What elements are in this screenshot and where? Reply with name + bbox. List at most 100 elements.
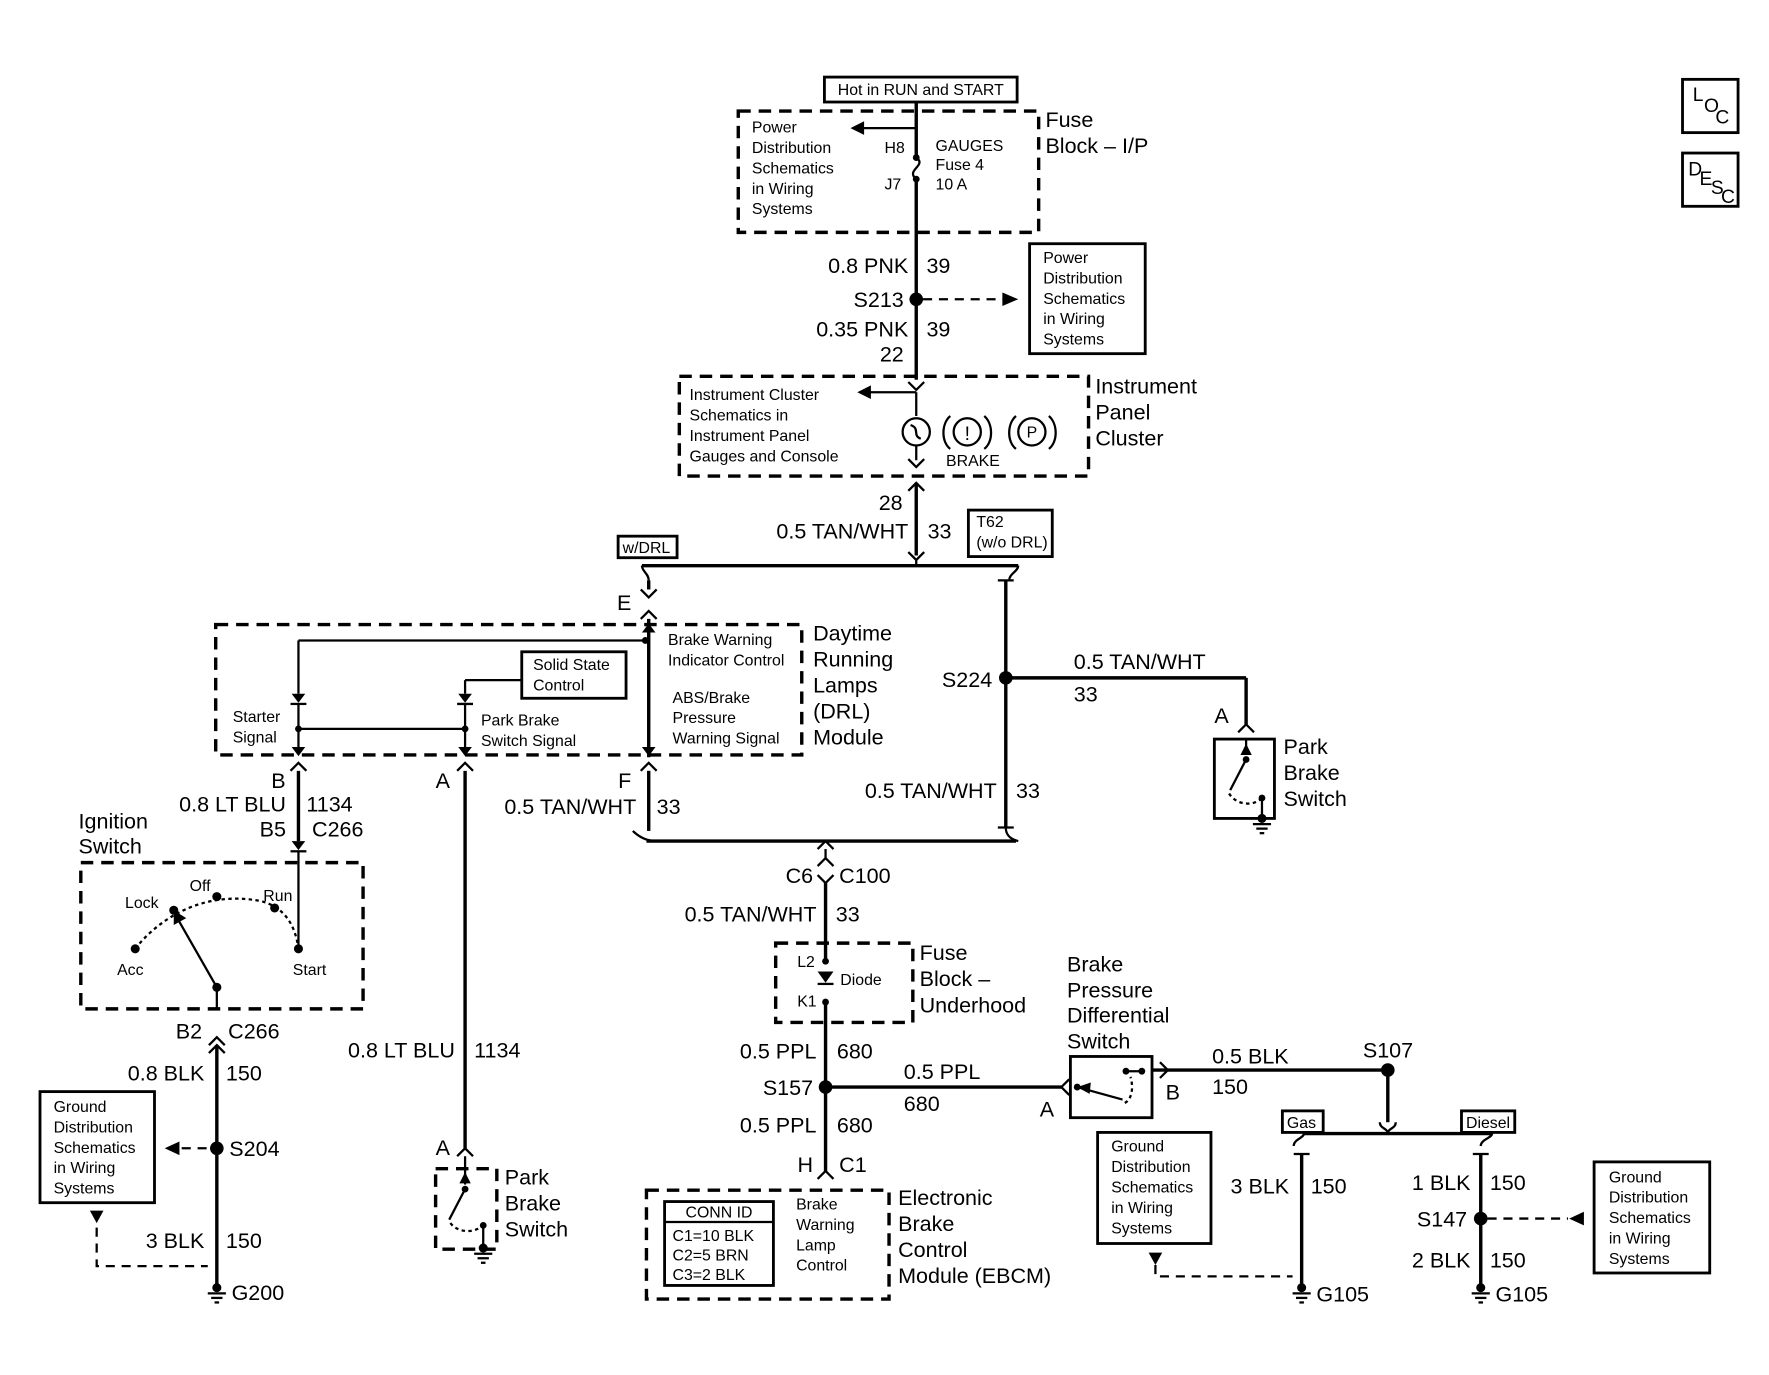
svg-text:Diesel: Diesel xyxy=(1466,1115,1510,1132)
ipc-title: Instrument xyxy=(1095,374,1197,398)
splice-s224: S224 0.5 TAN/WHT 33 0.5 TAN/WHT 33 xyxy=(865,579,1248,829)
c100-connector: C6 C100 0.5 TAN/WHT 33 xyxy=(685,839,891,959)
arrow-left-icon xyxy=(857,385,871,400)
svg-text:0.5 TAN/WHT: 0.5 TAN/WHT xyxy=(865,779,997,803)
ground-distribution-ref-right[interactable]: Ground Distribution Schematics in Wiring… xyxy=(1592,1160,1712,1275)
svg-text:Distribution: Distribution xyxy=(1043,270,1122,287)
connector-chevron-icon xyxy=(816,1169,835,1180)
svg-text:0.5 PPL: 0.5 PPL xyxy=(740,1113,817,1137)
svg-text:C1=10 BLK: C1=10 BLK xyxy=(673,1228,755,1245)
ground-left: Ground Distribution Schematics in Wiring… xyxy=(38,1090,284,1305)
arrow-left-icon xyxy=(164,1141,180,1156)
svg-text:Differential: Differential xyxy=(1067,1003,1169,1027)
ignition-lever-icon xyxy=(175,915,218,988)
fuse-block-ip-outline xyxy=(736,109,1041,235)
instrument-panel-cluster: 22 Instrument Panel Cluster Instrument C… xyxy=(677,343,1197,543)
svg-text:C266: C266 xyxy=(312,818,363,842)
arrow-down-icon xyxy=(458,747,472,757)
svg-text:Power: Power xyxy=(1043,250,1089,267)
svg-text:Schematics: Schematics xyxy=(54,1140,136,1157)
svg-text:S: S xyxy=(1711,178,1724,199)
svg-text:2 BLK: 2 BLK xyxy=(1412,1248,1471,1272)
ebcm-title: Electronic xyxy=(898,1186,993,1210)
fuse-block-ip-ref[interactable]: Power Distribution Schematics in Wiring … xyxy=(752,120,834,219)
pin-28: 28 xyxy=(879,491,903,515)
connector-chevron-icon xyxy=(1237,722,1255,734)
svg-text:0.8 PNK: 0.8 PNK xyxy=(828,254,909,278)
svg-text:Start: Start xyxy=(293,962,327,979)
svg-text:Module (EBCM): Module (EBCM) xyxy=(898,1264,1051,1288)
ground-icon xyxy=(1476,1283,1486,1293)
svg-text:Systems: Systems xyxy=(1043,332,1104,349)
desc-icon[interactable]: D E S C xyxy=(1681,151,1740,208)
svg-text:Control: Control xyxy=(796,1258,847,1275)
park-brake-switch-right: A Park Brake Switch xyxy=(1212,704,1347,835)
svg-text:150: 150 xyxy=(226,1229,262,1253)
loc-icon[interactable]: L O C xyxy=(1681,77,1740,135)
power-distribution-ref-s213[interactable]: Power Distribution Schematics in Wiring … xyxy=(1028,242,1147,356)
svg-text:0.35 PNK: 0.35 PNK xyxy=(816,318,909,342)
ground-distribution-ref-left[interactable]: Ground Distribution Schematics in Wiring… xyxy=(38,1090,156,1205)
svg-text:in Wiring: in Wiring xyxy=(54,1160,116,1177)
svg-text:0.5 TAN/WHT: 0.5 TAN/WHT xyxy=(504,795,636,819)
ipc-ref[interactable]: Instrument Cluster Schematics in Instrum… xyxy=(690,387,839,465)
fuse-block-underhood-title: Fuse xyxy=(920,941,968,965)
svg-text:Lock: Lock xyxy=(125,895,159,912)
svg-text:Systems: Systems xyxy=(1111,1220,1172,1237)
brake-pressure-switch-title: Brake xyxy=(1067,952,1123,976)
svg-text:Systems: Systems xyxy=(54,1181,115,1198)
svg-text:Warning: Warning xyxy=(796,1217,854,1234)
svg-text:33: 33 xyxy=(836,903,860,927)
svg-text:C266: C266 xyxy=(228,1019,279,1043)
svg-text:B: B xyxy=(1166,1081,1180,1105)
svg-text:0.5 TAN/WHT: 0.5 TAN/WHT xyxy=(685,903,817,927)
arrow-down-icon xyxy=(291,693,306,703)
svg-text:Pressure: Pressure xyxy=(673,710,737,727)
pin-e: E xyxy=(617,591,631,615)
connector-chevron-icon xyxy=(289,761,308,772)
brake-label: BRAKE xyxy=(946,453,1000,470)
svg-text:O: O xyxy=(1704,96,1719,117)
svg-text:33: 33 xyxy=(1016,779,1040,803)
park-brake-paren-icon xyxy=(1008,415,1017,450)
svg-text:Switch: Switch xyxy=(505,1218,568,1242)
park-brake-switch-left: 0.8 LT BLU 1134 A Park Brake Switch xyxy=(348,770,568,1264)
svg-text:Gas: Gas xyxy=(1287,1115,1316,1132)
ground-distribution-ref-middle[interactable]: Ground Distribution Schematics in Wiring… xyxy=(1096,1131,1213,1245)
t62-box xyxy=(966,508,1054,558)
svg-text:C: C xyxy=(1715,108,1729,129)
fuse-block-ip-title: Fuse xyxy=(1045,108,1093,132)
svg-text:(w/o DRL): (w/o DRL) xyxy=(976,535,1047,552)
svg-text:H: H xyxy=(798,1153,814,1177)
connector-chevron-icon xyxy=(639,588,658,599)
svg-text:150: 150 xyxy=(1490,1248,1526,1272)
brake-lamp-paren-icon xyxy=(942,415,952,450)
svg-text:33: 33 xyxy=(1074,683,1098,707)
hot-in-run-start-box xyxy=(823,75,1019,104)
svg-text:P: P xyxy=(1027,425,1038,442)
option-bracket: w/DRL T62 (w/o DRL) xyxy=(616,508,1054,581)
svg-text:Brake: Brake xyxy=(1284,761,1340,785)
park-brake-switch-left-title: Park xyxy=(505,1166,549,1190)
svg-text:S213: S213 xyxy=(854,288,904,312)
pin-b: B xyxy=(271,769,285,793)
ground-icon xyxy=(212,1283,222,1293)
svg-text:K1: K1 xyxy=(797,994,817,1011)
fuse-block-ip: Fuse Block – I/P Power Distribution Sche… xyxy=(736,108,1148,235)
brake-pressure-differential-switch: Brake Pressure Differential Switch A B 0… xyxy=(1040,952,1413,1121)
svg-text:680: 680 xyxy=(837,1040,873,1064)
svg-text:39: 39 xyxy=(926,318,950,342)
svg-text:Brake: Brake xyxy=(898,1212,954,1236)
splice-s213: 0.8 PNK 39 S213 0.35 PNK 39 Power Distri… xyxy=(816,242,1147,356)
svg-text:Signal: Signal xyxy=(233,729,277,746)
connector-chevron-icon xyxy=(456,1146,474,1158)
svg-text:Off: Off xyxy=(190,878,211,895)
svg-text:Solid State: Solid State xyxy=(533,657,610,674)
svg-text:Module: Module xyxy=(813,726,884,750)
svg-text:Underhood: Underhood xyxy=(920,993,1026,1017)
svg-text:Schematics: Schematics xyxy=(1043,291,1125,308)
svg-text:1134: 1134 xyxy=(306,793,352,817)
svg-text:3 BLK: 3 BLK xyxy=(146,1229,205,1253)
svg-text:3 BLK: 3 BLK xyxy=(1231,1175,1290,1199)
connector-chevron-icon xyxy=(907,458,925,469)
